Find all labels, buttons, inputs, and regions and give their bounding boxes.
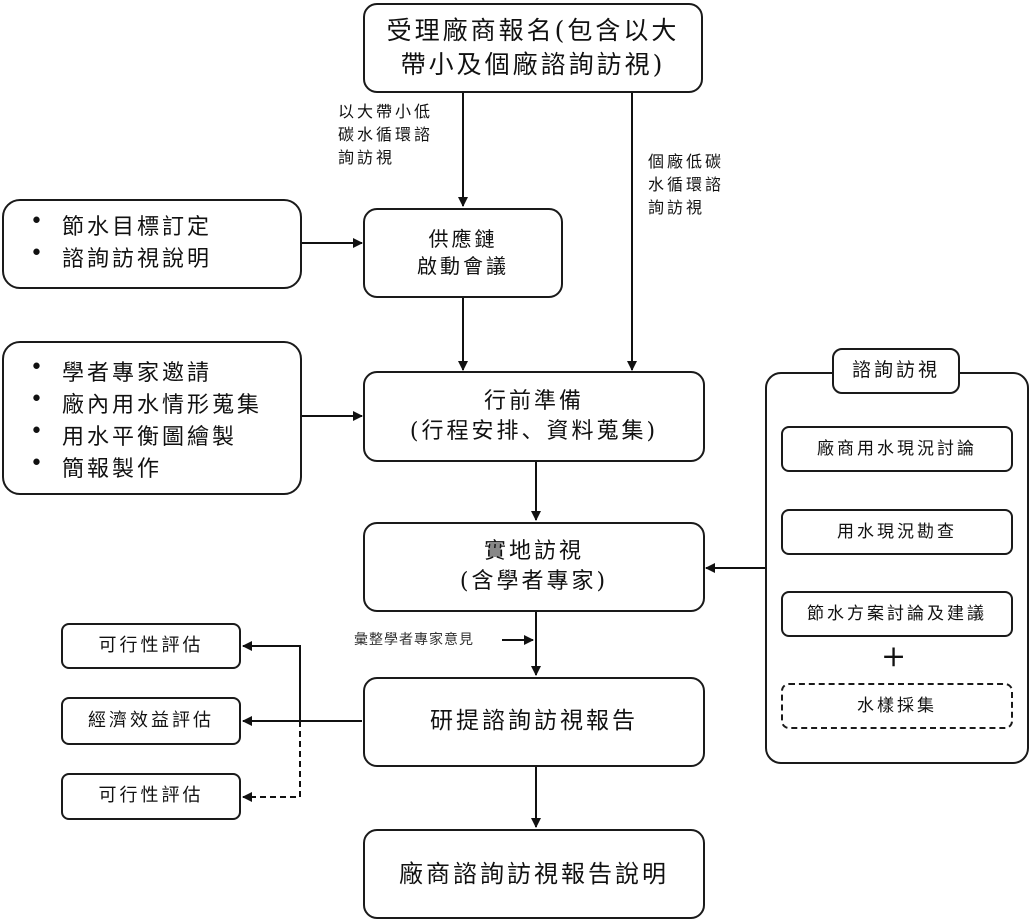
- final-node: 廠商諮詢訪視報告說明: [363, 829, 705, 919]
- prep-input-item: 廠內用水情形蒐集: [30, 387, 300, 419]
- start-node: 受理廠商報名(包含以大 帶小及個廠諮詢訪視): [363, 3, 703, 93]
- consult-step-2: 用水現況勘查: [781, 509, 1013, 555]
- site-visit-node: 實地訪視 (含學者專家): [363, 522, 705, 612]
- prep-node: 行前準備 (行程安排、資料蒐集): [363, 371, 705, 462]
- branch-left-label: 以大帶小低 碳水循環諮 詢訪視: [338, 102, 434, 168]
- expert-opinion-label: 彙整學者專家意見: [354, 632, 474, 648]
- arrow-eval-3: [242, 721, 301, 802]
- report-node: 研提諮詢訪視報告: [363, 677, 705, 767]
- prep-input-item: 簡報製作: [30, 451, 300, 483]
- evaluation-economic: 經濟效益評估: [61, 697, 241, 745]
- kickoff-input-item: 節水目標訂定: [30, 209, 300, 241]
- evaluation-feasibility-2: 可行性評估: [61, 773, 241, 820]
- consult-step-3: 節水方案討論及建議: [781, 591, 1013, 637]
- evaluation-feasibility-1: 可行性評估: [61, 623, 241, 669]
- prep-input-item: 用水平衡圖繪製: [30, 419, 300, 451]
- consult-optional-step: 水樣採集: [781, 683, 1013, 729]
- kickoff-inputs: 節水目標訂定 諮詢訪視說明: [2, 199, 302, 289]
- arrow-eval-1: [242, 641, 301, 721]
- start-line1: 受理廠商報名(包含以大: [386, 16, 680, 46]
- consult-panel-title: 諮詢訪視: [832, 348, 960, 394]
- prep-inputs: 學者專家邀請 廠內用水情形蒐集 用水平衡圖繪製 簡報製作: [2, 341, 302, 495]
- consult-step-1: 廠商用水現況討論: [781, 426, 1013, 472]
- branch-right-label: 個廠低碳 水循環諮 詢訪視: [648, 152, 725, 218]
- kickoff-input-item: 諮詢訪視說明: [30, 241, 300, 273]
- start-line2: 帶小及個廠諮詢訪視): [400, 50, 666, 79]
- kickoff-node: 供應鏈 啟動會議: [363, 208, 563, 298]
- prep-input-item: 學者專家邀請: [30, 355, 300, 387]
- plus-sign: +: [881, 639, 910, 674]
